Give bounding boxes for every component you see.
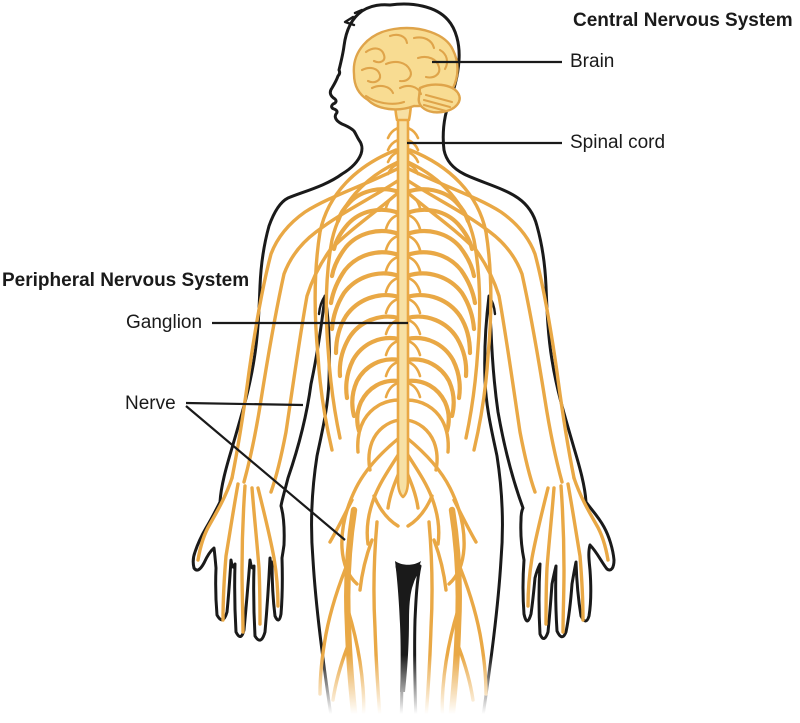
bottom-fade: [0, 655, 800, 723]
ganglion-label: Ganglion: [126, 312, 203, 333]
nerve-label: Nerve: [125, 393, 176, 414]
nerve-arm-leader-line: [185, 401, 304, 407]
nerve-branches: [196, 126, 610, 723]
spinal-cord-illustration: [396, 106, 410, 499]
nerve-leg-leader-line: [185, 405, 346, 541]
brain-illustration: [352, 26, 461, 122]
armpit-crease: [317, 294, 327, 316]
brain-label: Brain: [570, 51, 615, 72]
peripheral-nervous-system-title: Peripheral Nervous System: [2, 270, 250, 291]
central-nervous-system-title: Central Nervous System: [573, 10, 793, 31]
leader-lines: [185, 60, 562, 541]
spinal-cord-label: Spinal cord: [570, 132, 666, 153]
hair-wisp: [353, 8, 364, 15]
hair-wisp: [343, 15, 356, 27]
